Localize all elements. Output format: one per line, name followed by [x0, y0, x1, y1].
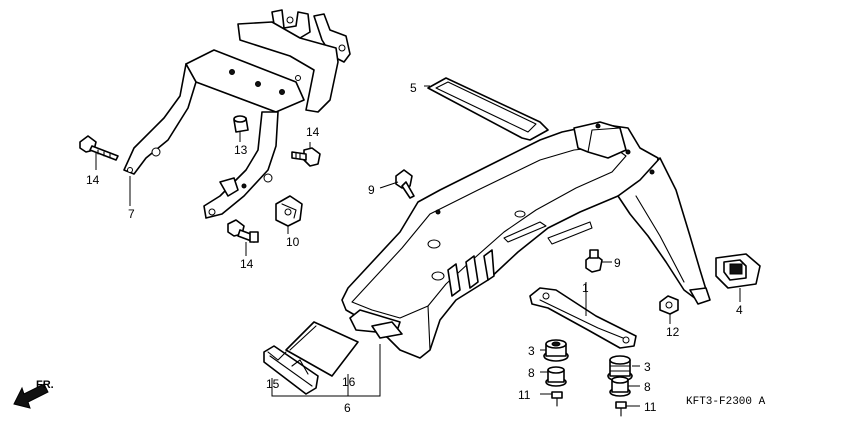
callout-10: 10: [286, 235, 300, 249]
callout-11-left: 11: [518, 388, 531, 402]
nut-12: [659, 295, 679, 315]
collar-8-left: [545, 366, 567, 387]
callout-8-left: 8: [528, 366, 535, 380]
nut-13: [233, 115, 249, 133]
leader-lines: [95, 85, 741, 407]
callout-13: 13: [234, 143, 248, 157]
callout-3-right: 3: [644, 360, 651, 374]
callout-6: 6: [344, 401, 351, 415]
screw-11-left: [551, 391, 563, 407]
callout-16: 16: [342, 375, 356, 389]
callout-9-upper: 9: [368, 183, 375, 197]
callout-14-left: 14: [86, 173, 100, 187]
callout-9-right: 9: [614, 256, 621, 270]
direction-label: FR.: [36, 379, 54, 391]
bolt-9-right: [585, 249, 603, 273]
rear-frame-bracket: [123, 9, 351, 219]
front-direction-indicator: FR.: [13, 379, 54, 409]
rear-fender: [341, 121, 711, 359]
direction-arrow-icon: [13, 383, 49, 409]
bolt-14-middle: [291, 147, 321, 167]
reflector-15: [263, 345, 319, 395]
bolt-9-upper: [395, 169, 415, 199]
callout-7: 7: [128, 207, 135, 221]
diagram-code: KFT3-F2300 A: [686, 396, 766, 408]
bolt-14-left: [79, 135, 119, 161]
rubber-cushion-4: [715, 253, 761, 289]
grommet-3-right: [607, 355, 633, 382]
grommet-3-left: [543, 339, 569, 362]
collar-8-right: [609, 376, 631, 397]
callout-8-right: 8: [644, 380, 651, 394]
seal-packing: [427, 77, 549, 141]
callout-14-lower: 14: [240, 257, 254, 271]
callout-15: 15: [266, 377, 280, 391]
mounting-stay: [529, 287, 637, 349]
callout-3-left: 3: [528, 344, 535, 358]
callout-11-right: 11: [644, 400, 657, 414]
callout-12: 12: [666, 325, 680, 339]
screw-11-right: [615, 401, 627, 417]
callout-1: 1: [582, 281, 589, 295]
reflector-plate-16: [285, 321, 359, 377]
clip-10: [275, 195, 303, 227]
bolt-14-lower: [227, 219, 259, 243]
callout-5: 5: [410, 81, 417, 95]
callout-4: 4: [736, 303, 743, 317]
callout-labels: 7 14 13 14 10 14 5 9 1 9 4 12 3 3 8 8 11…: [86, 81, 743, 415]
callout-14-middle: 14: [306, 125, 320, 139]
